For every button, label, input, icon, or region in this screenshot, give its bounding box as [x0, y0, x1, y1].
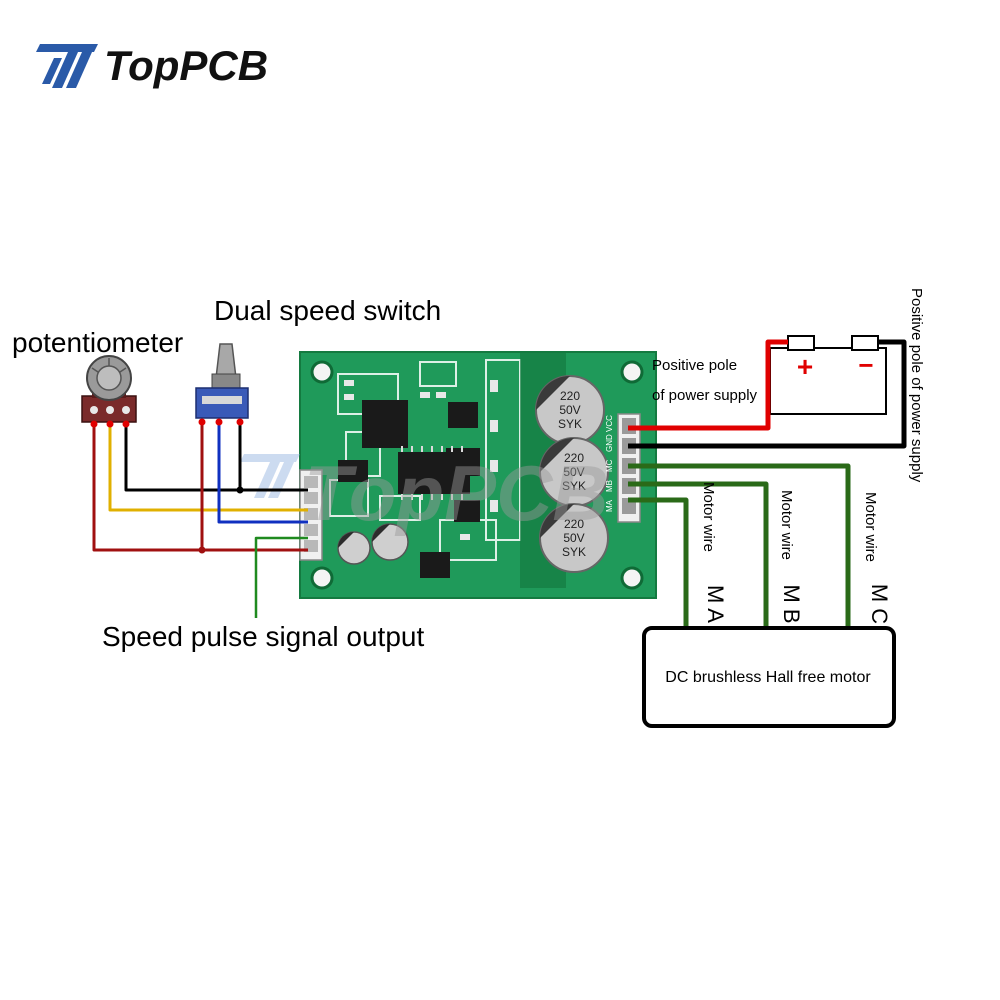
watermark-text: TopPCB — [304, 449, 609, 537]
logo-mark-icon — [36, 44, 98, 88]
large-capacitor: 220 50V SYK — [539, 437, 609, 507]
wire-switch-blue — [217, 420, 308, 524]
motor-box: DC brushless Hall free motor — [642, 626, 896, 728]
motor-wire-label-a: Motor wire — [700, 482, 717, 552]
logo-text: TopPCB — [104, 42, 268, 89]
motor-wire-label-b: Motor wire — [778, 490, 795, 560]
capacitor-label: 220 — [560, 389, 580, 403]
motor-letter-b: M B — [779, 584, 804, 623]
motor-box-label: DC brushless Hall free motor — [665, 669, 871, 686]
pin-label: MA — [605, 499, 614, 512]
ic-chip — [420, 552, 450, 578]
battery-minus-label: − — [858, 350, 873, 380]
speed-pulse-label: Speed pulse signal output — [102, 621, 424, 652]
capacitor-label: 220 — [564, 451, 584, 465]
positive-pole-vertical-label: Positive pole of power supply — [908, 288, 925, 483]
wire-power-negative — [628, 339, 907, 449]
pin-label: VCC — [605, 415, 614, 432]
mounting-hole — [310, 360, 334, 384]
capacitor-label: SYK — [562, 479, 586, 493]
small-capacitor — [371, 523, 409, 561]
pin-label: MC — [605, 459, 614, 472]
watermark: TopPCB — [240, 449, 609, 537]
potentiometer-icon — [81, 355, 137, 423]
motor-wire-label-c: Motor wire — [862, 492, 879, 562]
wire-pot-yellow — [108, 424, 308, 512]
ic-chip — [338, 460, 368, 482]
capacitor-label: SYK — [562, 545, 586, 559]
wire-motor-a — [628, 463, 851, 628]
positive-pole-label-line2: of power supply — [652, 387, 758, 404]
mounting-hole — [310, 566, 334, 590]
large-capacitor: 220 50V SYK — [535, 375, 605, 445]
battery-icon: + − — [769, 335, 887, 415]
ic-chip — [448, 402, 478, 428]
positive-pole-label-line1: Positive pole — [652, 357, 737, 374]
pin-label: MB — [605, 480, 614, 492]
capacitor-label: 220 — [564, 517, 584, 531]
dual-speed-switch-label: Dual speed switch — [214, 295, 441, 326]
mounting-hole — [620, 360, 644, 384]
battery-plus-label: + — [797, 351, 813, 382]
capacitor-label: 50V — [563, 465, 584, 479]
wire-power-positive — [628, 339, 788, 431]
wires — [92, 339, 907, 628]
ic-chip — [454, 500, 480, 522]
toggle-switch-icon — [195, 343, 249, 419]
pin-label: GND — [605, 434, 614, 452]
mounting-hole — [620, 566, 644, 590]
motor-letter-c: M C — [867, 584, 892, 624]
brand-logo: TopPCB — [36, 42, 268, 89]
small-capacitor — [337, 531, 371, 565]
pcb-board: 220 50V SYK 220 50V SYK 220 50V SYK — [299, 351, 657, 599]
wire-motor-c — [628, 497, 689, 628]
wire-pot-black — [124, 424, 308, 492]
wire-motor-b — [628, 481, 769, 628]
motor-letter-a: M A — [703, 585, 728, 623]
potentiometer-label: potentiometer — [12, 327, 183, 358]
ic-chip — [446, 448, 480, 476]
large-capacitor: 220 50V SYK — [539, 503, 609, 573]
ic-chip — [362, 400, 408, 448]
capacitor-label: 50V — [563, 531, 584, 545]
capacitor-label: SYK — [558, 417, 582, 431]
wire-pot-red — [92, 424, 308, 552]
wire-speed-pulse — [254, 536, 308, 618]
wire-junctions — [90, 418, 244, 554]
capacitor-label: 50V — [559, 403, 580, 417]
